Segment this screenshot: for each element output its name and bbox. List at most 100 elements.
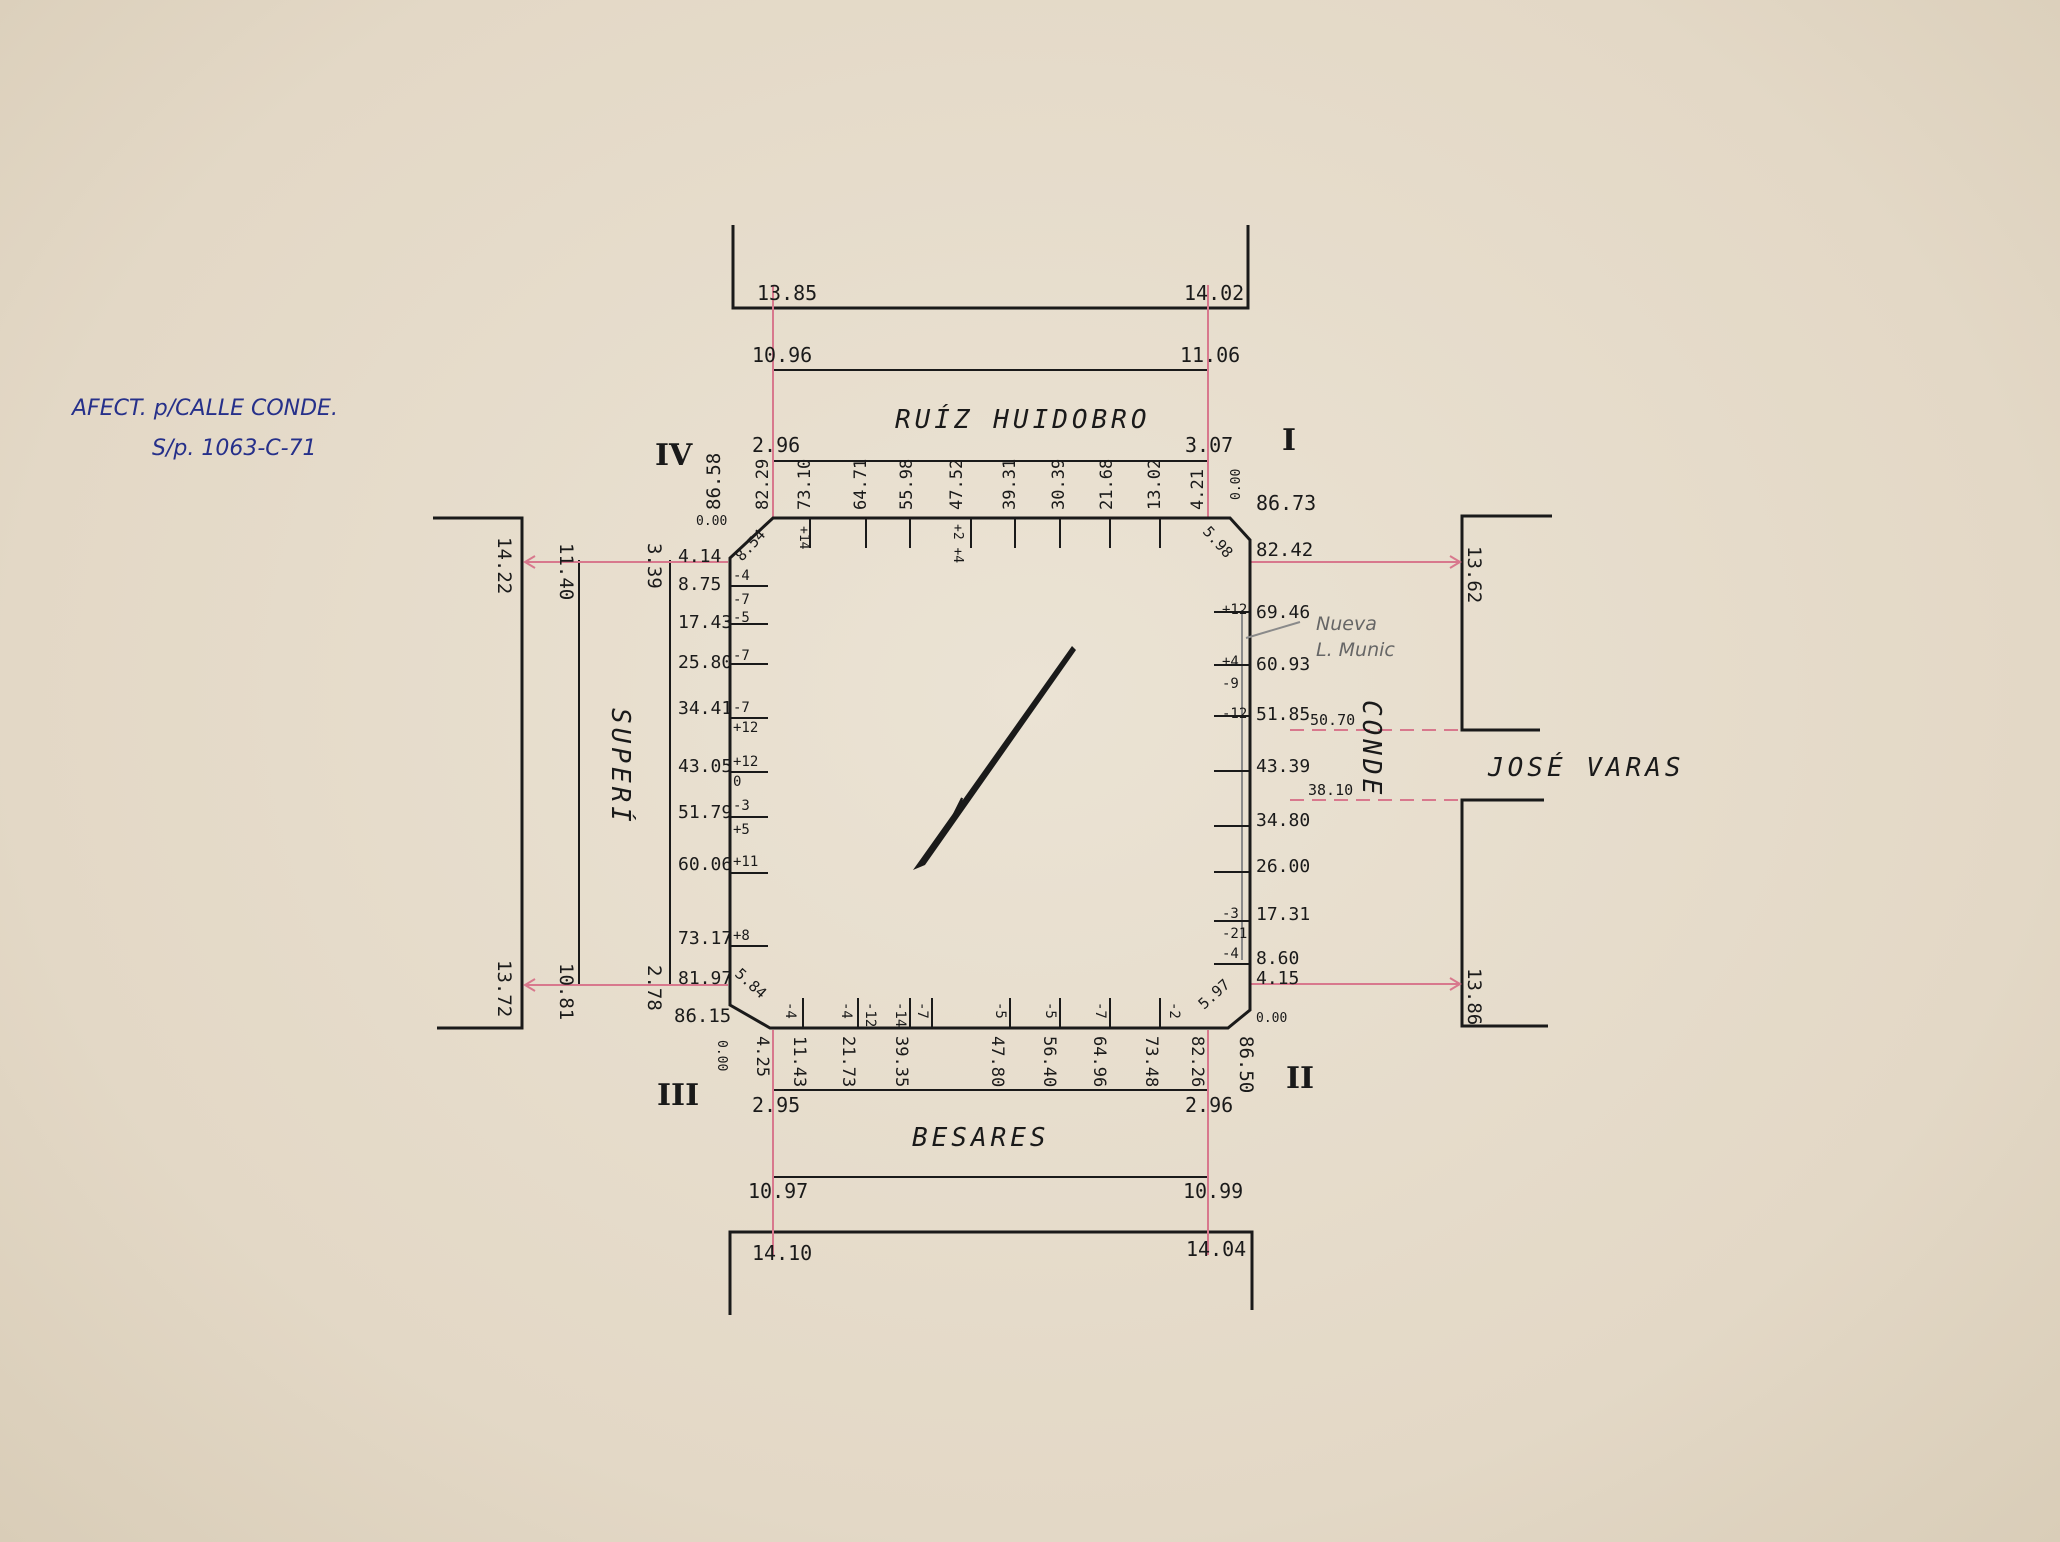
corner-label-nw: IV: [655, 438, 693, 473]
top-edge-value: 21.68: [1097, 459, 1117, 510]
width-bottom-mid-left: 10.97: [748, 1179, 808, 1203]
width-top-inner-left: 2.96: [752, 433, 800, 457]
corner-se-zero: 0.00: [1256, 1011, 1287, 1026]
width-bottom-mid-right: 10.99: [1183, 1179, 1243, 1203]
bottom-edge-value: 39.35: [891, 1036, 911, 1087]
left-street-outer-line: [433, 516, 524, 1030]
width-top-outer-right: 14.02: [1184, 281, 1244, 305]
corner-sw-value: 86.15: [674, 1005, 731, 1027]
bottom-level-mark: -2: [1166, 1002, 1182, 1019]
left-edge-values: 4.148.7517.4325.8034.4143.0551.7960.0673…: [678, 546, 732, 989]
new-municipal-leader: [1245, 621, 1301, 639]
width-left-mid-bottom: 10.81: [555, 963, 577, 1020]
bottom-edge-value: 4.25: [752, 1036, 772, 1077]
level-marks: -4-7-5-7-7+12+120-3+5+11+8+12+4-9-12-3-2…: [733, 524, 1247, 1027]
top-level-mark: +2 +4: [950, 524, 965, 563]
right-edge-values: 69.4660.9351.8543.3934.8026.0017.318.604…: [1256, 602, 1310, 989]
north-arrow-barb: [949, 797, 963, 823]
left-edge-value: 34.41: [678, 698, 732, 719]
left-edge-value: 51.79: [678, 802, 732, 823]
chamfer-nw: 8.54: [732, 526, 770, 565]
street-name-jose-varas: JOSÉ VARAS: [1487, 751, 1685, 783]
top-edge-value: 13.02: [1145, 459, 1165, 510]
right-edge-value: 26.00: [1256, 856, 1310, 877]
corner-ne-zero: 0.00: [1229, 469, 1244, 500]
top-edge-value: 82.29: [753, 459, 773, 510]
bottom-edge-ticks: [802, 998, 1161, 1028]
bottom-edge-value: 56.40: [1039, 1036, 1059, 1087]
block-outline: [728, 516, 1252, 1030]
left-level-mark: -5: [733, 610, 750, 626]
street-name-bottom: BESARES: [912, 1123, 1050, 1153]
bottom-level-mark: -7: [914, 1002, 930, 1019]
bottom-edge-value: 82.26: [1187, 1036, 1207, 1087]
right-level-mark: -4: [1222, 946, 1239, 962]
right-street-lower-outline: [1460, 798, 1548, 1028]
chamfer-se: 5.97: [1195, 975, 1234, 1013]
right-edge-value: 34.80: [1256, 810, 1310, 831]
left-edge-value: 4.14: [678, 546, 721, 567]
bottom-edge-value: 47.80: [987, 1036, 1007, 1087]
corner-label-sw: III: [657, 1078, 699, 1113]
right-edge-value: 69.46: [1256, 602, 1310, 623]
corner-label-se: II: [1286, 1061, 1314, 1096]
left-level-mark: -3: [733, 798, 750, 814]
right-edge-value: 51.85: [1256, 704, 1310, 725]
corner-nw-value: 86.58: [703, 453, 725, 510]
left-edge-value: 43.05: [678, 756, 732, 777]
bottom-edge-value: 21.73: [838, 1036, 858, 1087]
corner-sw-zero: 0.00: [714, 1040, 729, 1071]
top-edge-ticks: [809, 518, 1161, 548]
left-edge-ticks: [730, 585, 768, 947]
width-top-mid-left: 10.96: [752, 343, 812, 367]
chamfer-sw: 5.84: [731, 965, 770, 1003]
top-edge-value: 73.10: [795, 459, 815, 510]
bottom-level-mark: -5: [1042, 1002, 1058, 1019]
right-arrow-top: [1449, 555, 1462, 569]
width-right-outer-bottom: 13.86: [1463, 968, 1485, 1025]
width-conde-lower: 38.10: [1308, 781, 1353, 799]
top-street-outer-line: [731, 225, 1250, 310]
left-level-mark: +12: [733, 720, 758, 736]
right-edge-value: 43.39: [1256, 756, 1310, 777]
right-level-mark: -9: [1222, 676, 1239, 692]
left-level-mark: +5: [733, 822, 750, 838]
bottom-level-mark: -4: [782, 1002, 798, 1019]
left-edge-value: 17.43: [678, 612, 732, 633]
bottom-street-outer-line: [728, 1230, 1254, 1315]
right-edge-ticks: [1214, 611, 1250, 965]
north-arrow-icon: [913, 646, 1076, 870]
bottom-level-mark: -4: [838, 1002, 854, 1019]
affectation-note-line2: S/p. 1063-C-71: [152, 436, 317, 461]
left-edge-value: 25.80: [678, 652, 732, 673]
width-bottom-outer-right: 14.04: [1186, 1237, 1246, 1261]
bottom-level-mark: -14: [892, 1002, 908, 1027]
right-street-upper-outline: [1460, 514, 1552, 732]
ne-side-value: 82.42: [1256, 539, 1313, 561]
left-edge-value: 60.06: [678, 854, 732, 875]
corner-label-ne: I: [1282, 423, 1296, 458]
left-level-mark: -7: [733, 648, 750, 664]
top-edge-value: 39.31: [1000, 459, 1020, 510]
width-right-outer-top: 13.62: [1463, 546, 1485, 603]
width-left-outer-top: 14.22: [493, 537, 515, 594]
affectation-note-line1: AFECT. p/CALLE CONDE.: [70, 396, 338, 421]
bottom-edge-value: 11.43: [789, 1036, 809, 1087]
top-edge-value: 64.71: [851, 459, 871, 510]
width-top-outer-left: 13.85: [757, 281, 817, 305]
left-level-mark: -7: [733, 700, 750, 716]
bottom-level-mark: -5: [992, 1002, 1008, 1019]
corner-ne-value: 86.73: [1256, 491, 1316, 515]
chamfer-ne: 5.98: [1199, 523, 1237, 562]
left-level-mark: -4: [733, 568, 750, 584]
bottom-edge-value: 64.96: [1089, 1036, 1109, 1087]
bottom-level-mark: -12: [862, 1002, 878, 1027]
width-left-mid-top: 11.40: [555, 543, 577, 600]
left-arrow-bottom: [523, 978, 536, 992]
left-edge-value: 81.97: [678, 968, 732, 989]
right-edge-value: 4.15: [1256, 968, 1299, 989]
street-name-conde: CONDE: [1356, 700, 1386, 798]
